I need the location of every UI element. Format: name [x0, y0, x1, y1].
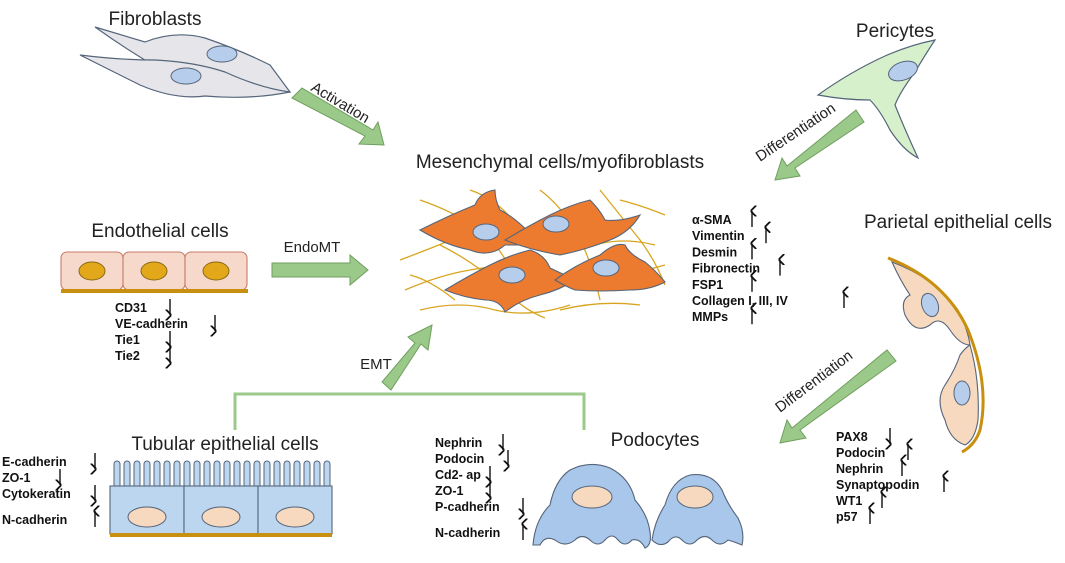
endomt-arrow [271, 253, 369, 287]
marker-label: P-cadherin [435, 500, 500, 514]
tubular-cells [109, 460, 333, 537]
marker-label: Cytokeratin [2, 487, 71, 501]
pericytes-label: Pericytes [856, 21, 934, 42]
marker-label: MMPs [692, 310, 728, 324]
microvillus [293, 460, 301, 489]
microvillus [163, 460, 171, 489]
emt-bracket [233, 392, 586, 430]
microvillus [193, 460, 201, 489]
parietal-label: Parietal epithelial cells [864, 212, 1052, 233]
marker-label: Nephrin [435, 436, 482, 450]
tubular-label: Tubular epithelial cells [131, 434, 318, 455]
marker-label: Nephrin [836, 462, 883, 476]
marker-label: Desmin [692, 245, 737, 259]
myofibroblast-cluster [399, 189, 666, 319]
marker-label: Cd2- ap [435, 468, 481, 482]
microvillus [203, 460, 211, 489]
podocyte-cells [532, 463, 744, 549]
microvillus [313, 460, 321, 489]
marker-label: E-cadherin [2, 455, 67, 469]
differentiation-top-arrow [774, 109, 865, 181]
microvillus [143, 460, 151, 489]
microvillus [263, 460, 271, 489]
marker-label: Synaptopodin [836, 478, 919, 492]
podocytes-label: Podocytes [611, 430, 700, 451]
marker-label: ZO-1 [435, 484, 464, 498]
mesenchymal-markers: α-SMA VimentinDesminFibronectinFSP1Collag… [692, 211, 844, 325]
marker-label: PAX8 [836, 430, 868, 444]
microvillus [283, 460, 291, 489]
microvillus [113, 460, 121, 489]
microvillus [323, 460, 331, 489]
marker-label: Podocin [435, 452, 484, 466]
marker-label: Fibronectin [692, 262, 760, 276]
marker-label: N-cadherin [2, 513, 67, 527]
marker-label: Tie2 [115, 349, 140, 363]
marker-label: WT1 [836, 494, 862, 508]
microvillus [253, 460, 261, 489]
microvillus [123, 460, 131, 489]
microvillus [183, 460, 191, 489]
mesenchymal-label: Mesenchymal cells/myofibroblasts [416, 152, 704, 173]
fibroblasts-label: Fibroblasts [109, 9, 202, 30]
emt-arrow [381, 324, 433, 391]
marker-label: Tie1 [115, 333, 140, 347]
marker-label: ZO-1 [2, 471, 31, 485]
microvillus [233, 460, 241, 489]
microvillus [223, 460, 231, 489]
marker-label: FSP1 [692, 278, 723, 292]
marker-label: Podocin [836, 446, 885, 460]
microvillus [243, 460, 251, 489]
marker-label: VE-cadherin [115, 317, 188, 331]
marker-label: Vimentin [692, 229, 745, 243]
differentiation-bottom-arrow [779, 349, 897, 444]
differentiation-top-label: Differentiation [753, 100, 839, 166]
marker-label: p57 [836, 510, 858, 524]
microvillus [213, 460, 221, 489]
marker-label: α-SMA [692, 213, 732, 227]
marker-label: N-cadherin [435, 526, 500, 540]
marker-label: CD31 [115, 301, 147, 315]
differentiation-bottom-label: Differentiation [772, 347, 856, 416]
microvillus [133, 460, 141, 489]
parietal-cells [887, 256, 985, 454]
microvillus [153, 460, 161, 489]
emt-label: EMT [360, 356, 392, 373]
microvillus [303, 460, 311, 489]
marker-label: Collagen I, III, IV [692, 294, 789, 308]
pericyte-cell [816, 39, 937, 160]
microvillus [273, 460, 281, 489]
endomt-label: EndoMT [284, 239, 341, 256]
activation-arrow [291, 87, 385, 146]
fibroblast-cells [79, 26, 292, 98]
endothelial-label: Endothelial cells [91, 221, 228, 242]
endothelial-cells [60, 251, 248, 293]
microvillus [173, 460, 181, 489]
